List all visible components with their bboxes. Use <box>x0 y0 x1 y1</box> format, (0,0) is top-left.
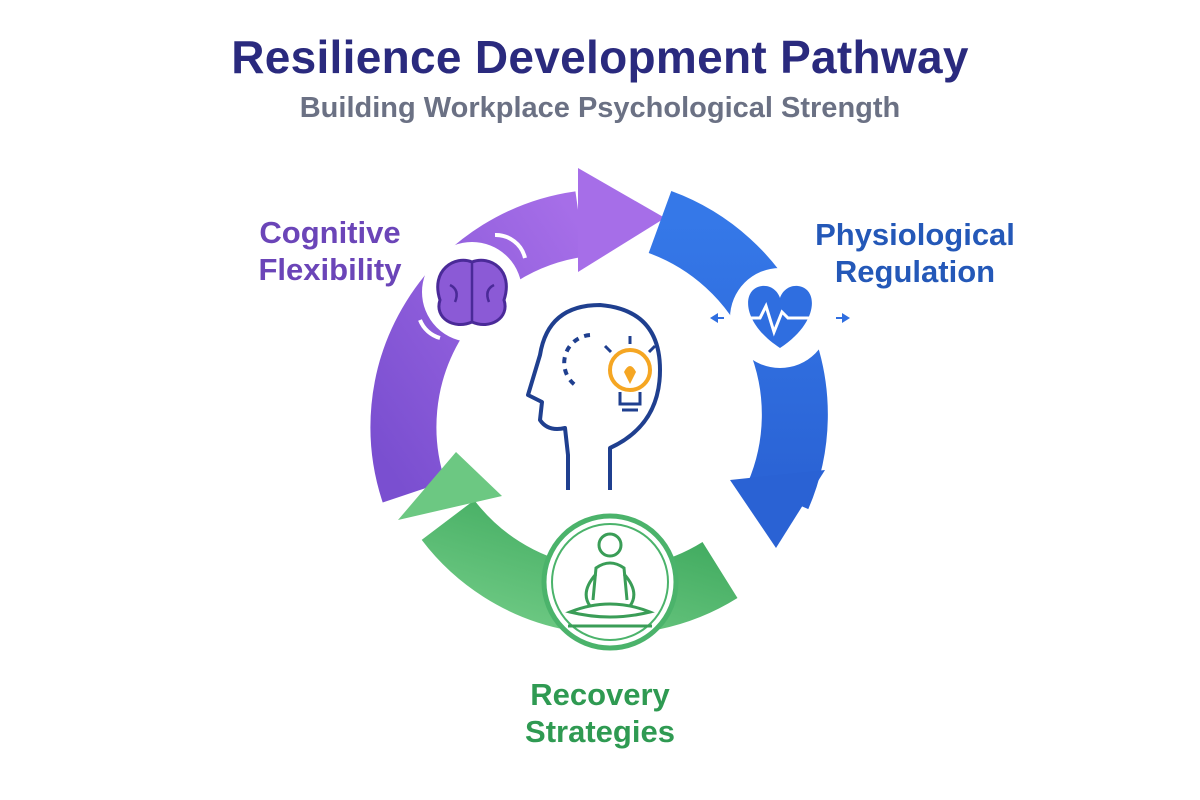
stage-label-line: Recovery <box>530 677 670 712</box>
recovery-arrowhead <box>398 452 502 520</box>
stage-label-line: Regulation <box>834 254 996 289</box>
page-subtitle: Building Workplace Psychological Strengt… <box>299 92 901 124</box>
stage-label-line: Physiological <box>815 217 1015 252</box>
stage-label-line: Cognitive <box>259 215 401 250</box>
heart-pulse-icon <box>710 268 850 368</box>
brain-icon <box>418 232 527 342</box>
stage-label-line: Strategies <box>525 714 675 749</box>
stage-label-line: Flexibility <box>258 252 402 287</box>
stage-label-physiological-regulation: Physiological Regulation <box>790 216 1040 290</box>
physiological-arrowhead <box>730 470 825 548</box>
stage-label-recovery-strategies: Recovery Strategies <box>500 676 700 750</box>
stage-label-cognitive-flexibility: Cognitive Flexibility <box>225 214 435 288</box>
head-lightbulb-icon <box>526 303 662 490</box>
cognitive-arrowhead <box>578 168 665 272</box>
page-title: Resilience Development Pathway <box>231 31 969 83</box>
meditation-icon <box>541 513 679 651</box>
